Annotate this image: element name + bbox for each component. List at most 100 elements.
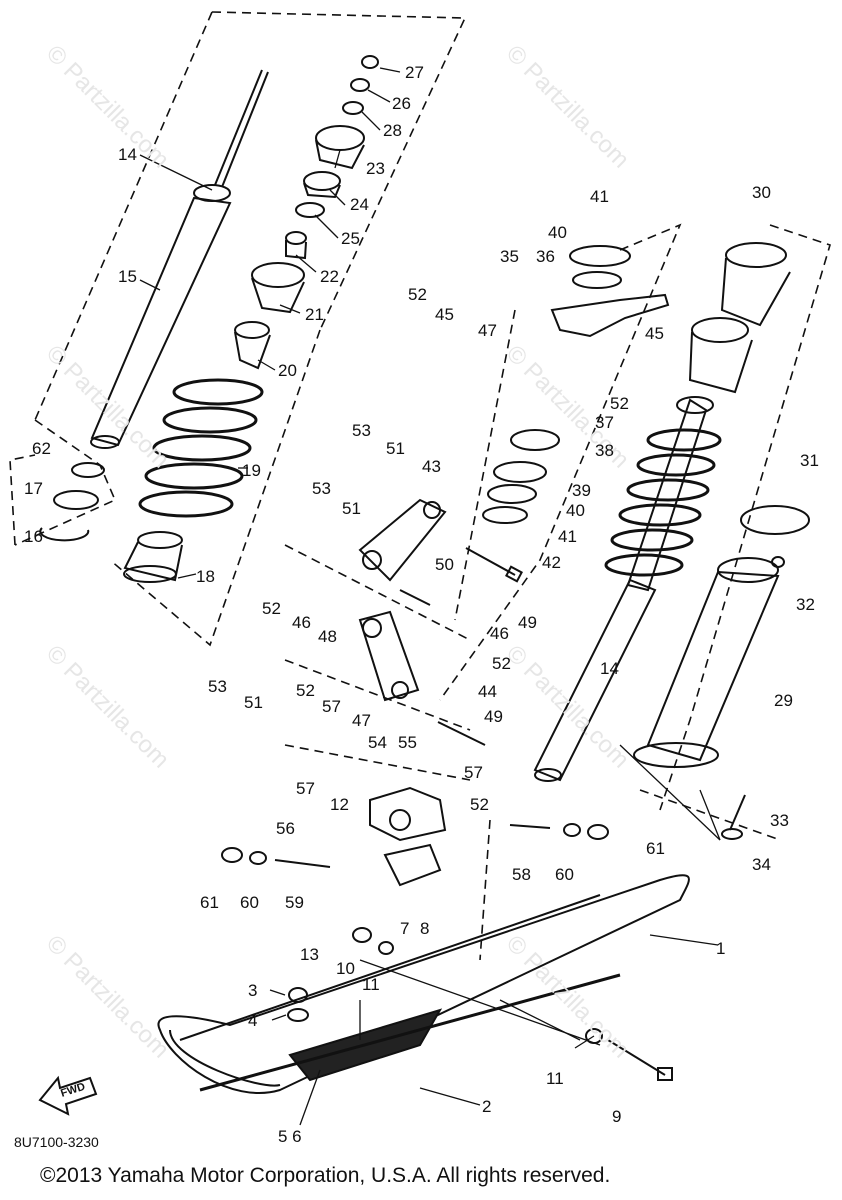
- callout-label: 10: [336, 959, 355, 978]
- fwd-arrow-icon: FWD: [38, 1075, 98, 1116]
- callout-label: 33: [770, 811, 789, 830]
- callout-label: 26: [392, 94, 411, 113]
- callout-label: 38: [595, 441, 614, 460]
- callout-label: 54: [368, 733, 387, 752]
- callout-label: 20: [278, 361, 297, 380]
- bracket-54: [369, 786, 447, 842]
- callout-label: 52: [470, 795, 489, 814]
- callout-label: 43: [422, 457, 441, 476]
- copyright-notice: ©2013 Yamaha Motor Corporation, U.S.A. A…: [40, 1164, 611, 1187]
- callout-label: 57: [296, 779, 315, 798]
- callout-label: 45: [645, 324, 664, 343]
- callout-label: 37: [595, 413, 614, 432]
- callout-label: 35: [500, 247, 519, 266]
- callout-label: 60: [240, 893, 259, 912]
- callout-label: 55: [398, 733, 417, 752]
- callout-label: 36: [536, 247, 555, 266]
- callout-label: 5 6: [278, 1127, 302, 1146]
- callout-label: 49: [484, 707, 503, 726]
- callout-label: 31: [800, 451, 819, 470]
- callout-label: 18: [196, 567, 215, 586]
- callout-label: 13: [300, 945, 319, 964]
- shock-group-frame: [9, 11, 831, 961]
- callout-label: 47: [478, 321, 497, 340]
- callout-label: 45: [435, 305, 454, 324]
- callout-label: 27: [405, 63, 424, 82]
- callout-label: 46: [292, 613, 311, 632]
- callout-label: 56: [276, 819, 295, 838]
- callout-label: 52: [408, 285, 427, 304]
- callout-label: 51: [244, 693, 263, 712]
- callout-label: 17: [24, 479, 43, 498]
- shock-absorber-left: [90, 69, 269, 449]
- callout-label: 30: [752, 183, 771, 202]
- callout-label: 49: [518, 613, 537, 632]
- callout-label: 51: [342, 499, 361, 518]
- callout-label: 3: [248, 981, 258, 1000]
- callout-label: 7: [400, 919, 410, 938]
- callout-label: 58: [512, 865, 531, 884]
- callout-label: 44: [478, 682, 497, 701]
- callout-label: 2: [482, 1097, 492, 1116]
- callout-label: 57: [464, 763, 483, 782]
- callout-label: 53: [208, 677, 227, 696]
- callout-label: 40: [566, 501, 585, 520]
- callout-label: 40: [548, 223, 567, 242]
- callout-label: 52: [492, 654, 511, 673]
- callout-label: 60: [555, 865, 574, 884]
- callout-label: 1: [716, 939, 726, 958]
- callout-label: 8: [420, 919, 430, 938]
- callout-label: 25: [341, 229, 360, 248]
- callout-label: 61: [646, 839, 665, 858]
- callout-label: 50: [435, 555, 454, 574]
- callout-label: 23: [366, 159, 385, 178]
- callout-label: 61: [200, 893, 219, 912]
- callout-label: 15: [118, 267, 137, 286]
- callout-label: 62: [32, 439, 51, 458]
- callout-label: 41: [558, 527, 577, 546]
- callout-label: 14: [600, 659, 619, 678]
- callout-label: 22: [320, 267, 339, 286]
- callout-label: 24: [350, 195, 369, 214]
- callout-label: 48: [318, 627, 337, 646]
- callout-label: 9: [612, 1107, 622, 1126]
- callout-label: 52: [610, 394, 629, 413]
- leader-lines: [139, 67, 721, 1126]
- callout-label: 19: [242, 461, 261, 480]
- callout-label: 12: [330, 795, 349, 814]
- callout-label: 41: [590, 187, 609, 206]
- callout-label: 21: [305, 305, 324, 324]
- callout-label: 51: [386, 439, 405, 458]
- callout-label: 52: [262, 599, 281, 618]
- callout-label: 46: [490, 624, 509, 643]
- callout-label: 28: [383, 121, 402, 140]
- upper-arm-36: [550, 293, 670, 338]
- link-43: [358, 498, 447, 582]
- ski-1: [157, 874, 690, 1094]
- callout-label: 16: [24, 527, 43, 546]
- callout-label: 14: [118, 145, 137, 164]
- cover-29: [633, 557, 780, 768]
- callout-label: 4: [248, 1011, 258, 1030]
- callout-label: 47: [352, 711, 371, 730]
- shock-top-parts: [234, 55, 379, 370]
- callout-label: 52: [296, 681, 315, 700]
- spring-seat-18: [123, 531, 183, 583]
- callout-label: 32: [796, 595, 815, 614]
- spring-right: [604, 428, 722, 577]
- callout-label: 57: [322, 697, 341, 716]
- runner-2: [199, 973, 621, 1092]
- callout-label: 53: [312, 479, 331, 498]
- link-44: [358, 610, 420, 702]
- callout-label: 34: [752, 855, 771, 874]
- callout-label: 11: [362, 975, 380, 994]
- callout-label: 59: [285, 893, 304, 912]
- callout-label: 11: [546, 1069, 564, 1088]
- diagram-code: 8U7100-3230: [14, 1134, 99, 1150]
- spring-left: [138, 378, 264, 518]
- callout-label: 42: [542, 553, 561, 572]
- callout-label: 53: [352, 421, 371, 440]
- boot-30: [688, 242, 791, 394]
- callout-label: 29: [774, 691, 793, 710]
